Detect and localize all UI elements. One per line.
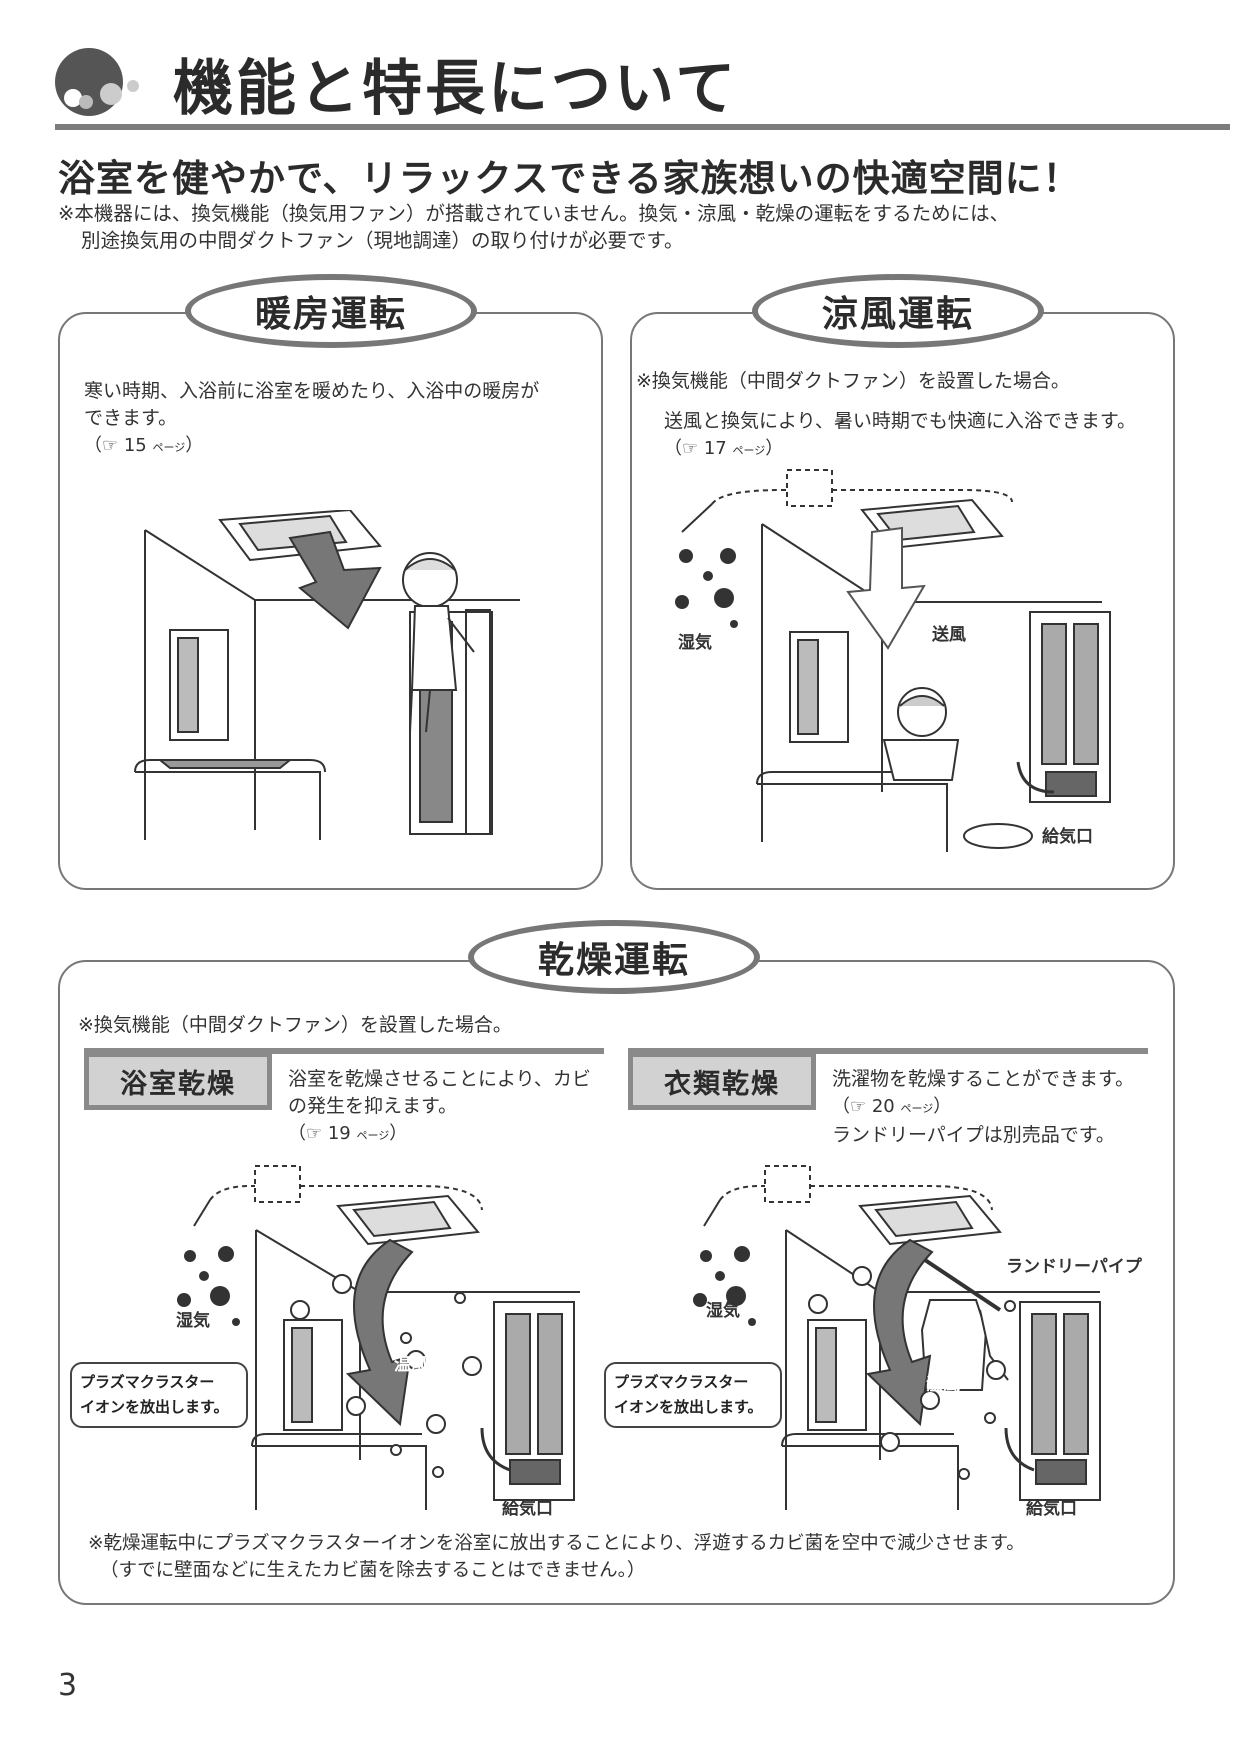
title-bullet-icon: [55, 48, 139, 116]
cooling-desc-line: 送風と換気により、暑い時期でも快適に入浴できます。: [664, 410, 1136, 432]
bath-callout-line-1: プラズマクラスター: [80, 1373, 215, 1391]
bath-drying-rule: [84, 1048, 604, 1054]
laundry-pipe-label: ランドリーパイプ: [1006, 1257, 1142, 1277]
cooling-note: ※換気機能（中間ダクトファン）を設置した場合。: [636, 370, 1070, 392]
bath-intake-label: 給気口: [502, 1499, 553, 1519]
drying-footnote: ※乾燥運転中にプラズマクラスターイオンを浴室に放出することにより、浮遊するカビ菌…: [88, 1530, 1025, 1584]
bath-ion-callout: プラズマクラスター イオンを放出します。: [70, 1362, 248, 1428]
bath-drying-illustration: [177, 1165, 580, 1510]
clothes-ion-callout: プラズマクラスター イオンを放出します。: [604, 1362, 782, 1428]
cooling-illustration: [675, 469, 1111, 852]
clothes-page-ref: （☞ 20 ページ）: [832, 1096, 952, 1117]
bath-desc-line-2: の発生を抑えます。: [288, 1095, 458, 1117]
footnote-line-2: （すでに壁面などに生えたカビ菌を除去することはできません。）: [100, 1560, 646, 1581]
heating-desc-line-2: できます。: [84, 407, 178, 429]
clothes-drying-description: 洗濯物を乾燥することができます。 （☞ 20 ページ） ランドリーパイプは別売品…: [832, 1066, 1134, 1149]
cooling-humidity-label: 湿気: [678, 633, 712, 653]
cooling-intake-label: 給気口: [1042, 827, 1093, 847]
bath-drying-heading: 浴室乾燥: [84, 1052, 272, 1110]
cooling-page-ref: （☞ 17 ページ）: [664, 438, 784, 459]
page-subtitle: 浴室を健やかで、リラックスできる家族想いの快適空間に！: [58, 157, 1081, 200]
clothes-intake-label: 給気口: [1026, 1499, 1077, 1519]
clothes-drying-illustration: [693, 1165, 1101, 1510]
clothes-drying-heading: 衣類乾燥: [628, 1052, 816, 1110]
cooling-description: 送風と換気により、暑い時期でも快適に入浴できます。 （☞ 17 ページ）: [664, 408, 1136, 464]
title-underline: [55, 124, 1230, 130]
heating-illustration: [134, 510, 520, 840]
clothes-desc-line-3: ランドリーパイプは別売品です。: [832, 1124, 1115, 1146]
title-block: 機能と特長について: [55, 38, 1230, 130]
bath-callout-line-2: イオンを放出します。: [80, 1398, 229, 1416]
notice-line-1: ※本機器には、換気機能（換気用ファン）が搭載されていません。換気・涼風・乾燥の運…: [58, 202, 1010, 225]
heating-page-ref: （☞ 15 ページ）: [84, 435, 204, 456]
notice-line-2: 別途換気用の中間ダクトファン（現地調達）の取り付けが必要です。: [81, 229, 684, 252]
bath-airflow-label: 温風: [394, 1355, 428, 1375]
installation-notice: ※本機器には、換気機能（換気用ファン）が搭載されていません。換気・涼風・乾燥の運…: [58, 200, 1208, 254]
clothes-desc-line-1: 洗濯物を乾燥することができます。: [832, 1068, 1135, 1090]
clothes-callout-line-1: プラズマクラスター: [614, 1373, 749, 1391]
clothes-humidity-label: 湿気: [706, 1301, 740, 1321]
bath-humidity-label: 湿気: [176, 1311, 210, 1331]
footnote-line-1: ※乾燥運転中にプラズマクラスターイオンを浴室に放出することにより、浮遊するカビ菌…: [88, 1533, 1025, 1554]
drying-mode-title: 乾燥運転: [468, 920, 760, 994]
heating-desc-line-1: 寒い時期、入浴前に浴室を暖めたり、入浴中の暖房が: [84, 380, 540, 402]
heating-mode-title: 暖房運転: [185, 274, 477, 348]
heating-description: 寒い時期、入浴前に浴室を暖めたり、入浴中の暖房が できます。 （☞ 15 ページ…: [84, 378, 539, 461]
page-title: 機能と特長について: [173, 54, 739, 124]
page-number: 3: [58, 1668, 78, 1703]
bath-desc-line-1: 浴室を乾燥させることにより、カビ: [288, 1068, 591, 1090]
bath-drying-description: 浴室を乾燥させることにより、カビ の発生を抑えます。 （☞ 19 ページ）: [288, 1066, 591, 1149]
clothes-airflow-label: 温風: [926, 1375, 960, 1395]
bath-page-ref: （☞ 19 ページ）: [288, 1123, 408, 1144]
clothes-drying-rule: [628, 1048, 1148, 1054]
clothes-callout-line-2: イオンを放出します。: [614, 1398, 763, 1416]
heating-airflow-label: 温風: [328, 629, 362, 649]
drying-note: ※換気機能（中間ダクトファン）を設置した場合。: [78, 1014, 512, 1036]
cooling-mode-title: 涼風運転: [752, 274, 1044, 348]
cooling-airflow-label: 送風: [932, 625, 966, 645]
